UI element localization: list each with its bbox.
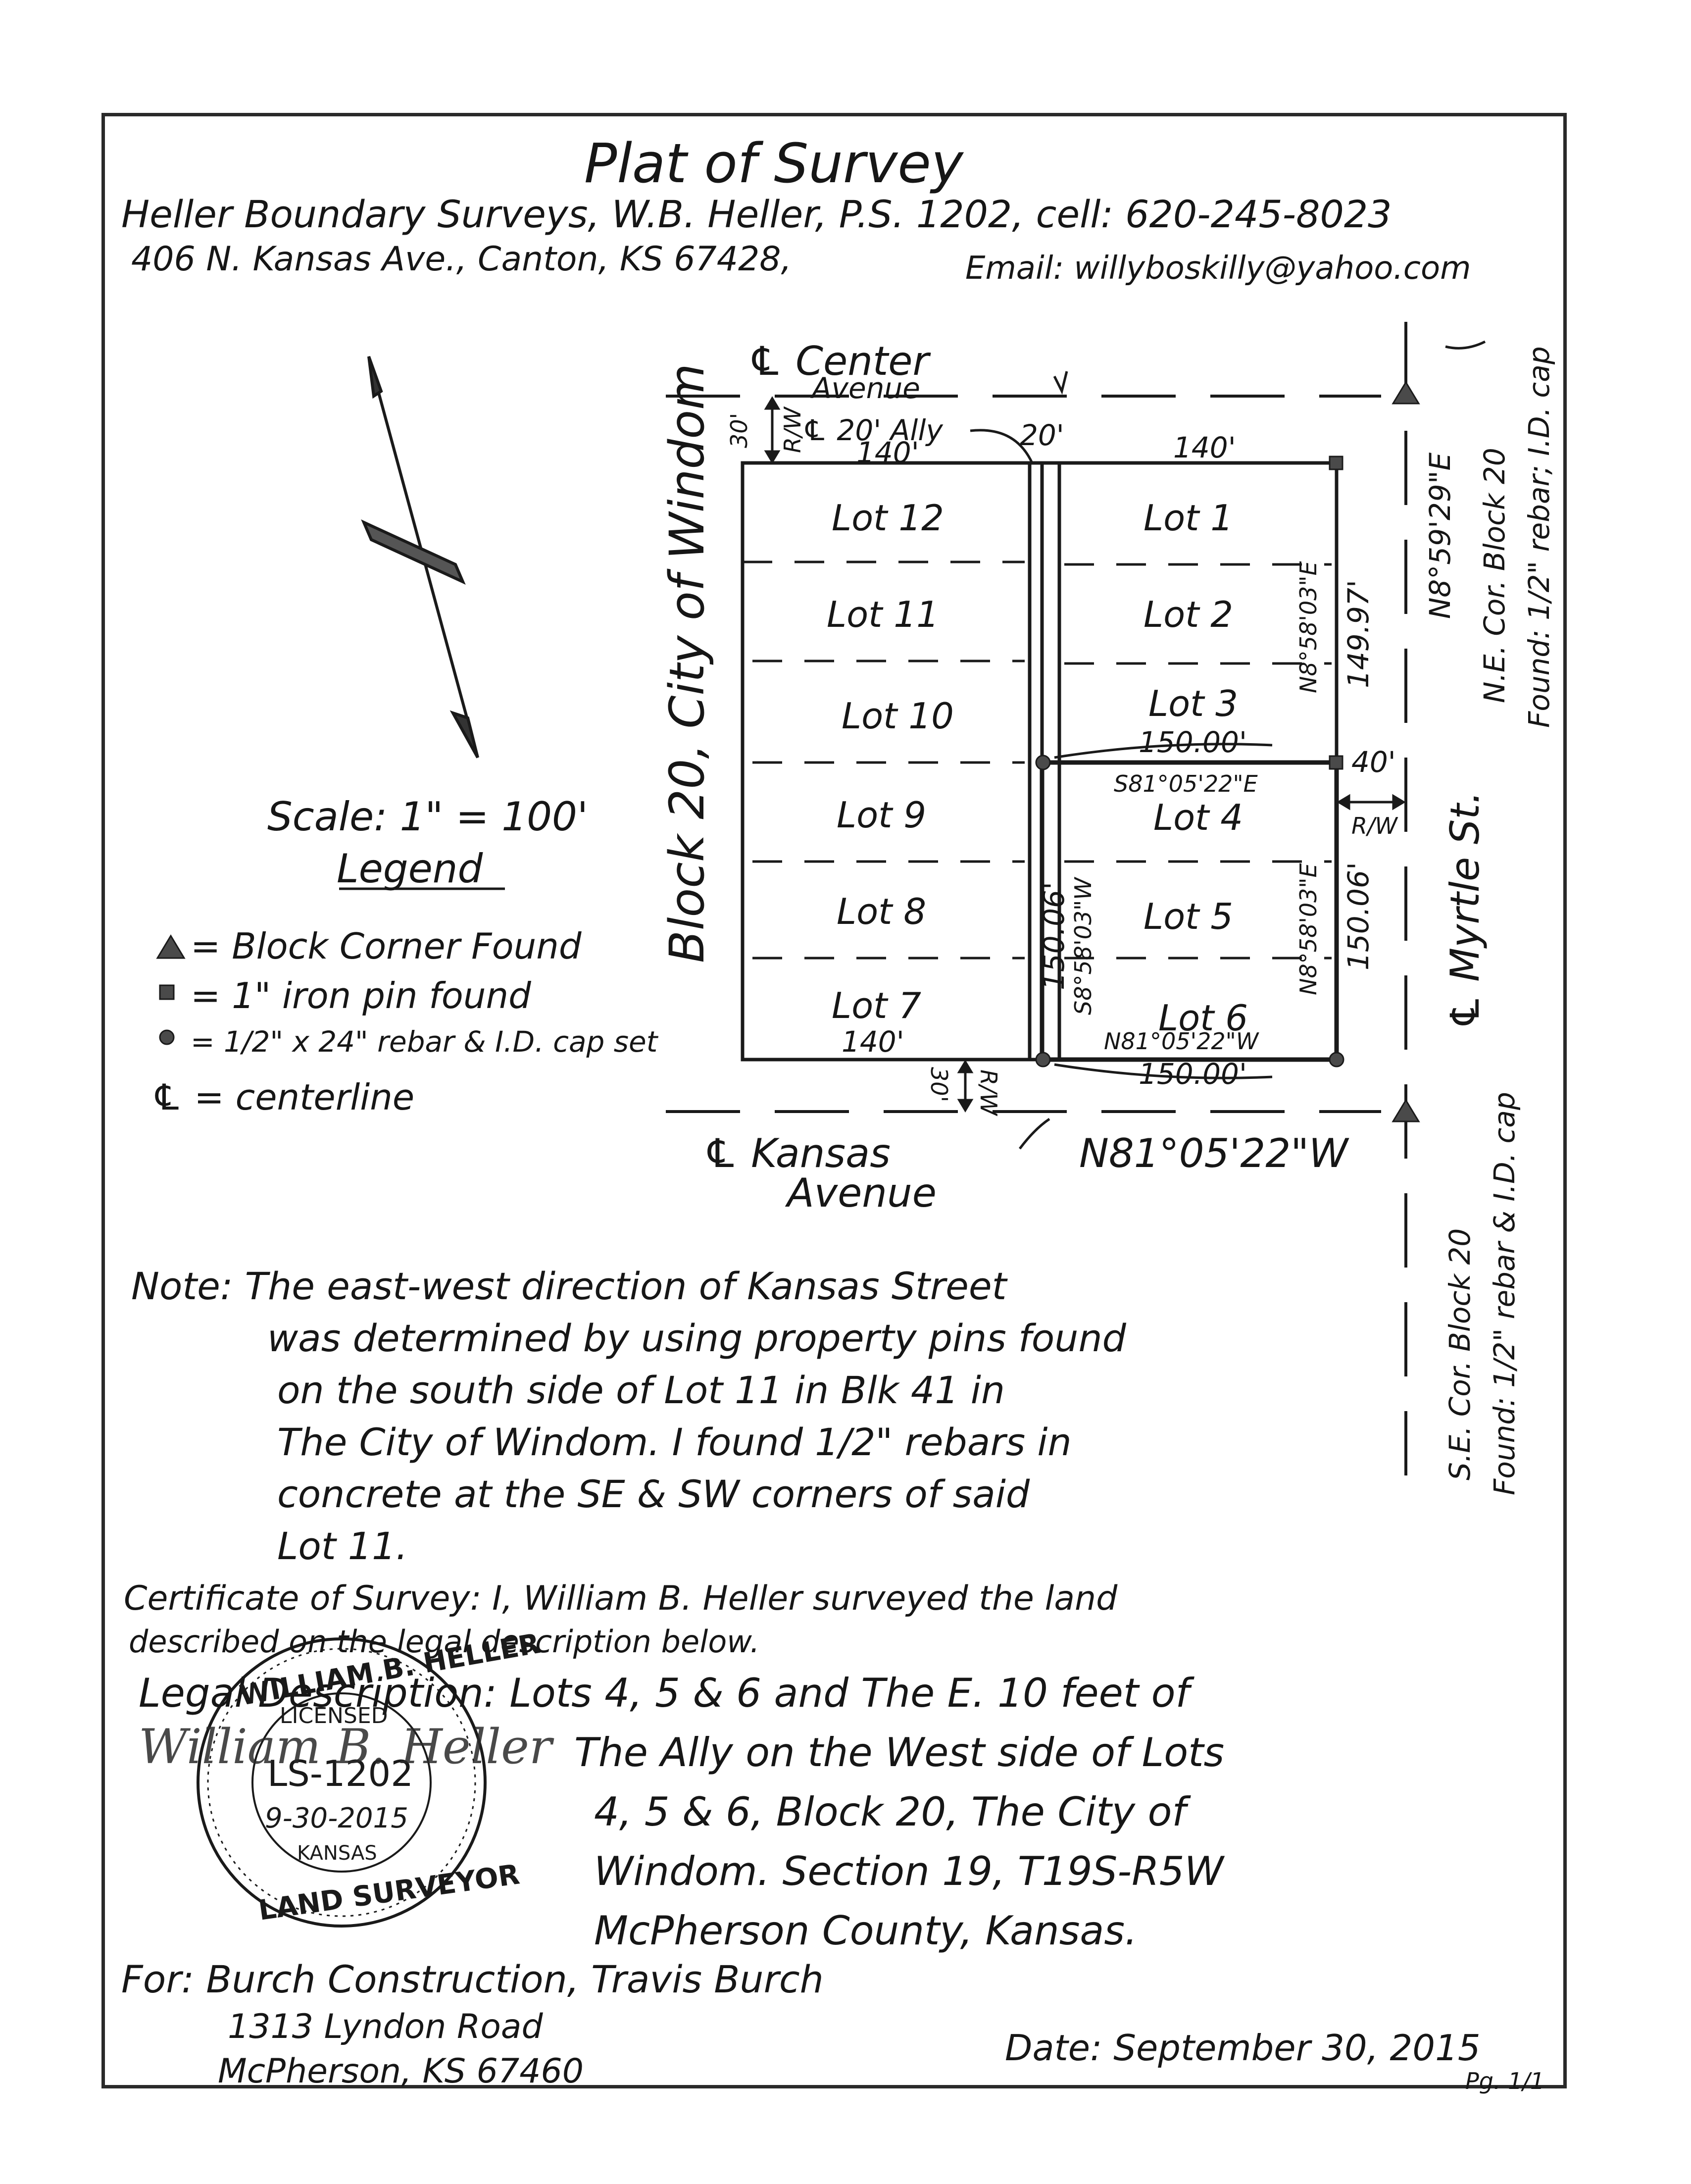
west-bearing-tract: S8°58'03"W [1070, 877, 1096, 1015]
seal-licensed: LICENSED [280, 1703, 388, 1728]
row-30-bottom: 30' [926, 1067, 952, 1103]
surveyor-signature: William B. Heller [139, 1719, 552, 1775]
top-left-140: 140' [856, 436, 919, 469]
bottom-left-140: 140' [842, 1025, 904, 1059]
lot-6: Lot 6 [1158, 997, 1248, 1039]
lot-3: Lot 3 [1148, 683, 1239, 724]
scale-label: Scale: 1" = 100' [267, 794, 588, 840]
plat-title: Plat of Survey [584, 132, 964, 195]
se-corner-line1: S.E. Cor. Block 20 [1443, 1228, 1477, 1480]
legend-iron-pin: = 1" iron pin found [191, 975, 531, 1016]
lot-4: Lot 4 [1153, 797, 1243, 838]
center-ave-line2: Avenue [812, 371, 920, 405]
firm-line: Heller Boundary Surveys, W.B. Heller, P.… [121, 192, 1392, 236]
client-line-3: McPherson, KS 67460 [218, 2052, 584, 2091]
center-ave-line1: ℄ Center [747, 338, 929, 384]
seal-date: 9-30-2015 [265, 1802, 408, 1834]
ne-corner-line1: N.E. Cor. Block 20 [1478, 448, 1511, 703]
alley-label: ℄ 20' Ally [802, 413, 943, 447]
client-line-2: 1313 Lyndon Road [228, 2007, 543, 2046]
lot-1: Lot 1 [1144, 497, 1234, 539]
lot-7: Lot 7 [832, 985, 922, 1026]
client-line-1: For: Burch Construction, Travis Burch [121, 1957, 824, 2001]
ne-corner-line2: Found: 1/2" rebar; I.D. cap [1522, 346, 1556, 728]
tract-bottom-bearing: N81°05'22"W [1104, 1028, 1259, 1055]
note-line-1: Note: The east-west direction of Kansas … [131, 1264, 1007, 1308]
survey-date: Date: September 30, 2015 [1005, 2027, 1481, 2069]
east-dist-top: 149.97' [1342, 580, 1375, 688]
legal-line-4: Windom. Section 19, T19S-R5W [594, 1848, 1224, 1894]
seal-number: LS-1202 [267, 1753, 414, 1794]
east-bearing-tract: N8°58'03"E [1295, 863, 1322, 995]
lot-5: Lot 5 [1144, 896, 1234, 937]
kansas-bearing: N81°05'22"W [1079, 1130, 1348, 1176]
top-right-140: 140' [1173, 431, 1236, 464]
lot-10: Lot 10 [842, 695, 954, 737]
note-line-6: Lot 11. [277, 1524, 408, 1568]
certificate-line-1: Certificate of Survey: I, William B. Hel… [124, 1579, 1118, 1618]
block-label: Block 20, City of Windom [659, 363, 715, 963]
legal-line-2: The Ally on the West side of Lots [574, 1729, 1225, 1776]
rw-east: R/W [1351, 813, 1397, 839]
kansas-ave-line1: ℄ Kansas [703, 1130, 891, 1176]
ne-bearing: N8°59'29"E [1423, 452, 1457, 619]
legend-title: Legend [337, 846, 483, 892]
lot-8: Lot 8 [837, 891, 927, 932]
legal-line-3: 4, 5 & 6, Block 20, The City of [594, 1789, 1186, 1835]
rw-top: R/W [779, 407, 806, 453]
lot-11: Lot 11 [827, 594, 939, 635]
legal-line-5: McPherson County, Kansas. [594, 1908, 1138, 1954]
tract-bottom-150: 150.00' [1139, 1057, 1247, 1091]
east-bearing-top: N8°58'03"E [1295, 561, 1322, 693]
kansas-ave-line2: Avenue [787, 1170, 937, 1216]
lot-12: Lot 12 [832, 497, 944, 539]
legal-line-1: Legal Description: Lots 4, 5 & 6 and The… [139, 1670, 1190, 1716]
page-number: Pg. 1/1 [1465, 2068, 1545, 2094]
certificate-line-2: described on the legal description below… [129, 1624, 760, 1660]
legend-block-corner: = Block Corner Found [191, 925, 582, 967]
rw-bottom: R/W [975, 1069, 1002, 1116]
se-corner-line2: Found: 1/2" rebar & I.D. cap [1488, 1092, 1521, 1495]
email-line: Email: willyboskilly@yahoo.com [965, 250, 1471, 287]
east-dist-tract: 150.06' [1342, 862, 1375, 970]
myrtle-st-label: ℄ Myrtle St. [1442, 791, 1488, 1030]
legend-centerline: ℄ = centerline [151, 1076, 415, 1118]
row-40: 40' [1351, 745, 1396, 779]
tract-top-bearing: S81°05'22"E [1114, 770, 1258, 797]
lot-2: Lot 2 [1144, 594, 1234, 635]
seal-state: KANSAS [297, 1842, 377, 1865]
note-line-4: The City of Windom. I found 1/2" rebars … [277, 1420, 1072, 1464]
note-line-5: concrete at the SE & SW corners of said [277, 1472, 1030, 1516]
note-line-2: was determined by using property pins fo… [267, 1316, 1126, 1360]
tract-top-150: 150.00' [1139, 725, 1247, 759]
west-dist-tract: 150.06' [1037, 882, 1071, 990]
lot-9: Lot 9 [837, 794, 927, 836]
note-line-3: on the south side of Lot 11 in Blk 41 in [277, 1368, 1005, 1412]
row-30-top: 30' [726, 412, 752, 448]
address-line: 406 N. Kansas Ave., Canton, KS 67428, [131, 240, 792, 279]
legend-rebar: = 1/2" x 24" rebar & I.D. cap set [191, 1025, 658, 1059]
top-alley-20: 20' [1020, 418, 1064, 452]
page-border [101, 113, 1567, 2088]
